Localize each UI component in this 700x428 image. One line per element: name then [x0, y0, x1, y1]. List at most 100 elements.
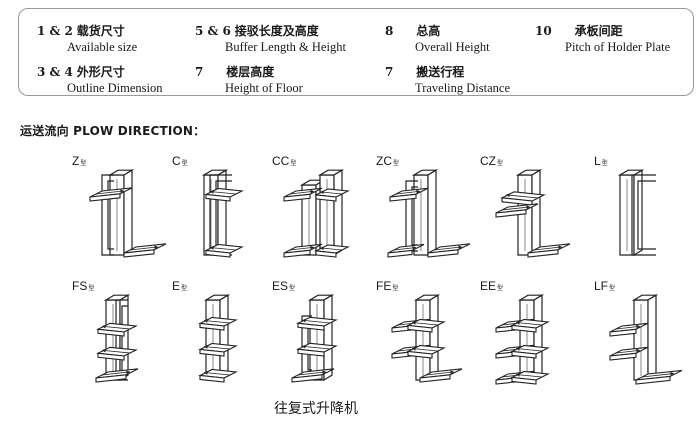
elevator-figure-fs: FS型 [72, 280, 152, 390]
holder-plate [204, 243, 244, 258]
holder-plate [291, 368, 335, 383]
holder-plate [389, 187, 429, 202]
elevator-figure-c: C型 [172, 155, 252, 265]
figure-code: LF [594, 279, 609, 293]
figure-label: CC型 [272, 155, 296, 170]
column [103, 294, 131, 382]
holder-plate [527, 243, 571, 258]
figure-label: FE型 [376, 280, 398, 295]
elevator-figure-e: E型 [172, 280, 252, 390]
elevator-figure-es: ES型 [272, 280, 352, 390]
column [411, 169, 439, 257]
figure-drawing [495, 294, 550, 385]
holder-plate [510, 344, 550, 359]
direction-title: 运送流向 PLOW DIRECTION： [20, 124, 206, 138]
figure-suffix: 型 [497, 286, 504, 292]
elevator-figure-ee: EE型 [480, 280, 560, 390]
elevator-figure-z: Z型 [72, 155, 167, 265]
figure-code: ZC [376, 154, 392, 168]
legend-box: 1 & 2 载货尺寸 Available size 5 & 6 接驳长度及高度 … [18, 8, 694, 96]
column [317, 169, 345, 257]
holder-plate [406, 318, 446, 333]
holder-plate [427, 243, 471, 258]
legend-item: 1 & 2 载货尺寸 Available size [37, 24, 138, 54]
figure-drawing [95, 294, 139, 383]
figure-suffix: 型 [601, 161, 608, 167]
figure-drawing [387, 169, 471, 258]
column [617, 169, 645, 257]
holder-plate [635, 369, 683, 385]
column [517, 294, 545, 382]
figure-suffix: 型 [393, 161, 400, 167]
figure-label: ES型 [272, 280, 295, 295]
figure-drawing [617, 169, 656, 257]
figure-label: EE型 [480, 280, 503, 295]
holder-plate [609, 346, 649, 361]
legend-item: 7 搬送行程 Traveling Distance [385, 65, 511, 95]
figure-code: C [172, 154, 181, 168]
holder-plate [283, 187, 323, 202]
holder-plate [204, 187, 244, 202]
figure-drawing [391, 294, 463, 383]
figure-suffix: 型 [181, 286, 188, 292]
column [201, 169, 229, 257]
elevator-figure-cc: CC型 [272, 155, 352, 265]
figure-label: Z型 [72, 155, 86, 170]
holder-plate [609, 322, 649, 337]
figure-suffix: 型 [392, 286, 399, 292]
figure-suffix: 型 [80, 161, 87, 167]
column [203, 294, 231, 382]
elevator-figure-zc: ZC型 [376, 155, 471, 265]
holder-plate [296, 316, 338, 331]
holder-plate [96, 346, 138, 361]
elevator-figure-fe: FE型 [376, 280, 463, 390]
holder-plate [198, 368, 238, 383]
legend-item: 10 承板间距 Pitch of Holder Plate [535, 24, 671, 54]
channel [101, 174, 114, 256]
holder-plate [314, 244, 350, 258]
figure-suffix: 型 [289, 286, 296, 292]
figure-drawing [283, 169, 350, 258]
figure-label: L型 [594, 155, 608, 170]
figure-code: EE [480, 279, 497, 293]
figure-suffix: 型 [497, 161, 504, 167]
caption: 往复式升降机 [274, 401, 358, 417]
holder-plate [123, 243, 167, 258]
holder-plate [387, 243, 425, 258]
holder-plate [89, 187, 133, 202]
figure-drawing [609, 294, 683, 385]
figure-label: CZ型 [480, 155, 503, 170]
figure-code: ES [272, 279, 289, 293]
holder-plate [296, 342, 338, 357]
holder-plate [283, 243, 323, 258]
holder-plate [314, 188, 350, 202]
legend-item: 3 & 4 外形尺寸 Outline Dimension [37, 65, 163, 95]
holder-plate [510, 318, 550, 333]
holder-plate [95, 368, 139, 383]
channel [631, 174, 656, 256]
holder-plate [495, 203, 539, 218]
column [307, 294, 335, 382]
figure-code: E [172, 279, 181, 293]
legend-item: 8 总高 Overall Height [385, 24, 490, 54]
holder-plate [500, 191, 546, 206]
elevator-figure-cz: CZ型 [480, 155, 571, 265]
figure-code: Z [72, 154, 80, 168]
figure-drawing [291, 294, 338, 383]
holder-plate [510, 370, 550, 385]
column [413, 294, 441, 382]
figure-code: FE [376, 279, 392, 293]
figure-drawing [201, 169, 244, 258]
figure-suffix: 型 [88, 286, 95, 292]
figure-suffix: 型 [290, 161, 297, 167]
figure-label: LF型 [594, 280, 615, 295]
figure-label: C型 [172, 155, 188, 170]
holder-plate [96, 322, 138, 337]
figure-label: ZC型 [376, 155, 399, 170]
holder-plate [406, 344, 446, 359]
legend-item: 5 & 6 接驳长度及高度 Buffer Length & Height [195, 24, 346, 54]
figure-drawing [89, 169, 167, 258]
figure-code: CC [272, 154, 290, 168]
elevator-figure-lf: LF型 [594, 280, 683, 390]
figure-drawing [495, 169, 571, 258]
